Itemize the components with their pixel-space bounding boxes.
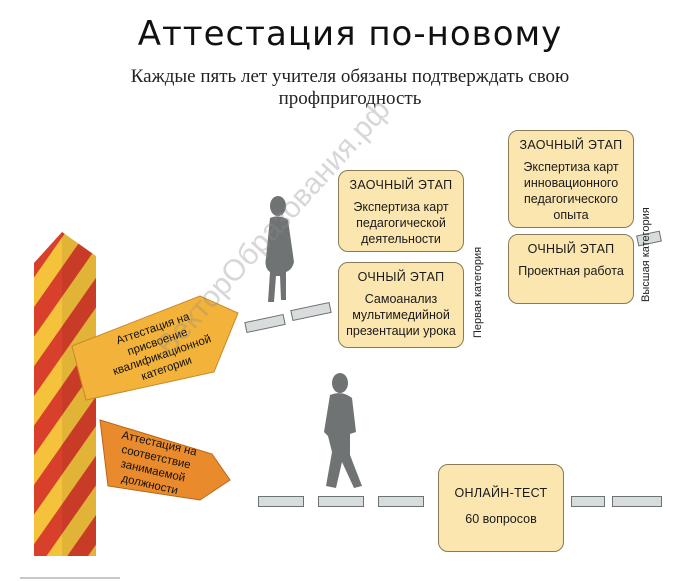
- divider: [20, 577, 120, 579]
- stage-heading: ОЧНЫЙ ЭТАП: [527, 242, 615, 256]
- highest-correspondence-stage: ЗАОЧНЫЙ ЭТАП Экспертиза карт инновационн…: [508, 130, 634, 228]
- signpost: [34, 232, 96, 556]
- stage-body: Самоанализ мультимедийной презентации ур…: [346, 292, 456, 338]
- step-tile: [571, 496, 605, 507]
- first-correspondence-stage: ЗАОЧНЫЙ ЭТАП Экспертиза карт педагогичес…: [338, 170, 464, 252]
- stage-body: Проектная работа: [518, 264, 624, 278]
- first-category-label: Первая категория: [472, 246, 484, 338]
- online-test-box: ОНЛАЙН-ТЕСТ 60 вопросов: [438, 464, 564, 552]
- page-subtitle: Каждые пять лет учителя обязаны подтверж…: [130, 66, 570, 109]
- step-tile: [258, 496, 304, 507]
- highest-in-person-stage: ОЧНЫЙ ЭТАП Проектная работа: [508, 234, 634, 304]
- stage-heading: ЗАОЧНЫЙ ЭТАП: [349, 178, 453, 192]
- stage-heading: ОНЛАЙН-ТЕСТ: [454, 486, 548, 500]
- step-tile: [318, 496, 364, 507]
- stage-body: 60 вопросов: [465, 512, 537, 526]
- stage-heading: ОЧНЫЙ ЭТАП: [357, 270, 445, 284]
- upper-sign: [71, 295, 239, 401]
- man-figure: [324, 373, 362, 488]
- first-in-person-stage: ОЧНЫЙ ЭТАП Самоанализ мультимедийной пре…: [338, 262, 464, 348]
- highest-category-label: Высшая категория: [640, 207, 652, 302]
- woman-figure: [265, 196, 294, 302]
- stage-body: Экспертиза карт педагогической деятельно…: [353, 200, 449, 246]
- step-tile: [378, 496, 424, 507]
- page-title: Аттестация по-новому: [137, 14, 563, 54]
- stage-body: Экспертиза карт инновационного педагогич…: [523, 160, 619, 222]
- stage-heading: ЗАОЧНЫЙ ЭТАП: [519, 138, 623, 152]
- lower-sign: [99, 419, 231, 501]
- step-tile: [612, 496, 662, 507]
